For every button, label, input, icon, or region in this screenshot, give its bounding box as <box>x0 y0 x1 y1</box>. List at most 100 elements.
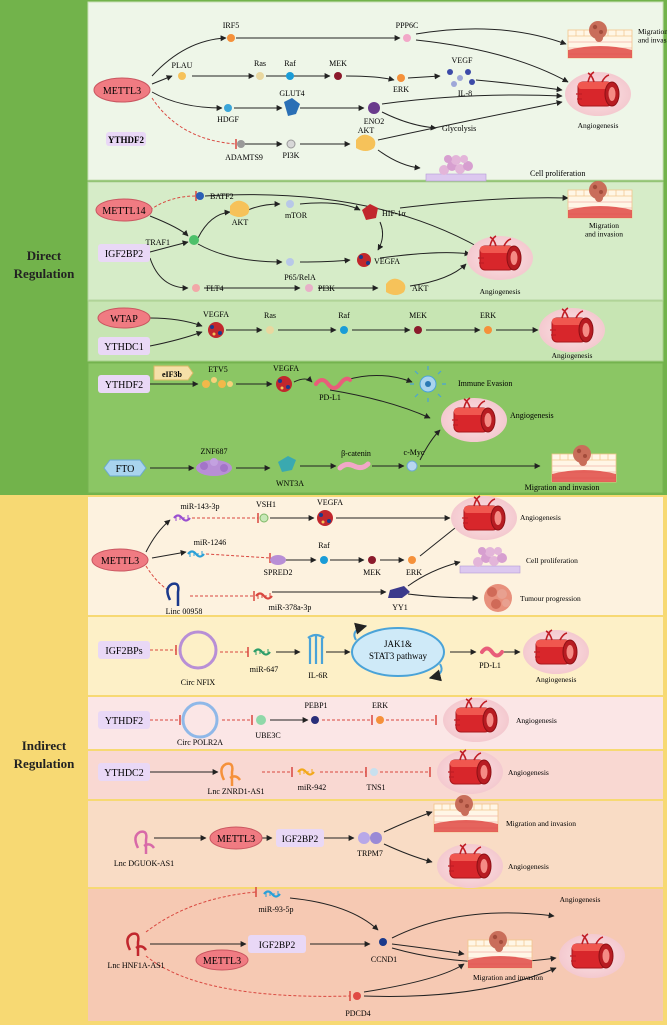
label-adamts9: ADAMTS9 <box>225 153 263 162</box>
node-mettl14 <box>95 198 153 222</box>
label-flt4: FLT4 <box>206 284 224 293</box>
panel-5-mettl3-mirna: METTL3 miR-143-3p VSH1 VEGFA Angiogenesi… <box>91 495 581 616</box>
node-ythdf2-p4-label: YTHDF2 <box>105 380 143 391</box>
label-lnc-dguok: Lnc DGUOK-AS1 <box>114 859 174 868</box>
node-ccnd1 <box>379 938 387 946</box>
node-igf2bp2-p9-label: IGF2BP2 <box>282 835 319 845</box>
label-vegfa-p2: VEGFA <box>374 257 400 266</box>
node-igf2bp2-p10-label: IGF2BP2 <box>259 941 296 951</box>
label-migration-p9: Migration and invasion <box>506 819 576 828</box>
label-wnt3a: WNT3A <box>276 479 304 488</box>
node-circ-nfix <box>178 630 218 670</box>
node-mek-p3 <box>414 326 422 334</box>
label-akt-p1: AKT <box>358 126 375 135</box>
node-ythdf2-p1 <box>106 132 146 146</box>
node-ppp6c <box>403 34 411 42</box>
node-irf5 <box>227 34 235 42</box>
angiogenesis-icon-p7 <box>442 697 510 743</box>
node-pdl1-p4 <box>314 376 352 390</box>
angiogenesis-icon-p8 <box>436 749 504 795</box>
label-eno2: ENO2 <box>364 117 384 126</box>
label-mir942: miR-942 <box>298 783 326 792</box>
node-glut4 <box>284 98 300 116</box>
panel-9-dguok: Lnc DGUOK-AS1 METTL3 IGF2BP2 TRPM7 Migra… <box>114 794 576 889</box>
node-vegfa-p5 <box>317 510 333 526</box>
label-lnc-znrd1: Lnc ZNRD1-AS1 <box>207 787 264 796</box>
angiogenesis-icon-p5 <box>450 495 518 541</box>
panel-10-hnf1a: Lnc HNF1A-AS1 miR-93-5p IGF2BP2 METTL3 C… <box>107 887 626 1018</box>
node-mettl3-p10-label: METTL3 <box>203 956 241 967</box>
panel-3-wtap: WTAP YTHDC1 VEGFA Ras Raf MEK ERK Angiog… <box>97 307 606 360</box>
label-irf5: IRF5 <box>223 21 239 30</box>
label-tumour: Tumour progression <box>520 594 581 603</box>
node-akt1-p2 <box>230 200 250 217</box>
label-spred2: SPRED2 <box>264 568 293 577</box>
panel-1-mettl3: METTL3 YTHDF2 IRF5 PPP6C PLAU Ras MEK Ra… <box>93 20 667 182</box>
node-igf2bp2-p2 <box>98 244 150 262</box>
label-ras-p1: Ras <box>254 59 266 68</box>
node-ythdf2-p7 <box>98 711 150 729</box>
label-mtor: mTOR <box>285 211 308 220</box>
node-ythdc1-label: YTHDC1 <box>104 342 143 353</box>
label-pdl1-p4: PD-L1 <box>319 393 341 402</box>
node-pi3k-p2 <box>305 284 313 292</box>
node-p65 <box>286 258 294 266</box>
label-angiogenesis-p9: Angiogenesis <box>508 862 549 871</box>
node-ras-p1 <box>256 72 264 80</box>
label-mek-p1: MEK <box>329 59 347 68</box>
angiogenesis-icon-p6 <box>522 629 590 675</box>
label-pdl1-p6: PD-L1 <box>479 661 501 670</box>
panel-6-igf2bps: IGF2BPs Circ NFIX miR-647 IL-6R JAK1&STA… <box>98 622 590 687</box>
node-jak-stat3 <box>351 622 445 682</box>
label-trpm7: TRPM7 <box>357 849 383 858</box>
node-linc00958 <box>166 582 180 606</box>
node-wtap-label: WTAP <box>110 314 138 325</box>
label-pi3k-p2: PI3K <box>318 284 335 293</box>
label-vegfa-p3: VEGFA <box>203 310 229 319</box>
label-angiogenesis-p1: Angiogenesis <box>578 121 619 130</box>
label-jak-stat3: JAK1&STAT3 pathway <box>369 639 428 661</box>
label-ras-p3: Ras <box>264 311 276 320</box>
label-batf2: BATF2 <box>210 192 234 201</box>
label-lnc-hnf1a: Lnc HNF1A-AS1 <box>107 961 164 970</box>
node-ythdf2-p7-label: YTHDF2 <box>105 716 143 727</box>
node-vegf-il8 <box>447 69 475 87</box>
label-erk-p5: ERK <box>406 568 422 577</box>
label-erk-p7: ERK <box>372 701 388 710</box>
node-lnc-dguok <box>134 830 156 854</box>
node-mettl3-p1-label: METTL3 <box>103 86 141 97</box>
label-angiogenesis-p3: Angiogenesis <box>552 351 593 360</box>
label-akt1-p2: AKT <box>232 218 249 227</box>
label-erk-p3: ERK <box>480 311 496 320</box>
label-mir647: miR-647 <box>250 665 278 674</box>
node-circ-polr2a <box>181 701 219 739</box>
angiogenesis-icon-p9 <box>436 843 504 889</box>
label-hif: HIF-1α <box>382 209 407 218</box>
node-raf-p3 <box>340 326 348 334</box>
angiogenesis-icon-p1 <box>564 71 632 117</box>
node-pdcd4 <box>353 992 361 1000</box>
node-fto <box>103 459 147 477</box>
label-mek-p5: MEK <box>363 568 381 577</box>
label-angiogenesis-p4: Angiogenesis <box>510 411 554 420</box>
node-mettl3-p5 <box>91 548 149 572</box>
node-erk-p5 <box>408 556 416 564</box>
tumour-icon <box>484 584 512 612</box>
node-akt2-p2 <box>386 278 406 295</box>
node-raf-p5 <box>320 556 328 564</box>
label-migration-p4: Migration and invasion <box>525 483 600 492</box>
node-flt4 <box>192 284 200 292</box>
label-raf-p3: Raf <box>338 311 350 320</box>
node-eif3b <box>153 365 194 381</box>
node-lnc-znrd1 <box>220 762 242 786</box>
node-fto-label: FTO <box>116 464 135 475</box>
node-mek-p1 <box>334 72 342 80</box>
label-mir93: miR-93-5p <box>258 905 293 914</box>
label-akt2-p2: AKT <box>412 284 429 293</box>
label-pdcd4: PDCD4 <box>345 1009 370 1018</box>
label-bcatenin: β-catenin <box>341 449 371 458</box>
panel-7-ythdf2: YTHDF2 Circ POLR2A UBE3C PEBP1 ERK Angio… <box>98 697 557 747</box>
label-il8: IL-8 <box>458 89 472 98</box>
